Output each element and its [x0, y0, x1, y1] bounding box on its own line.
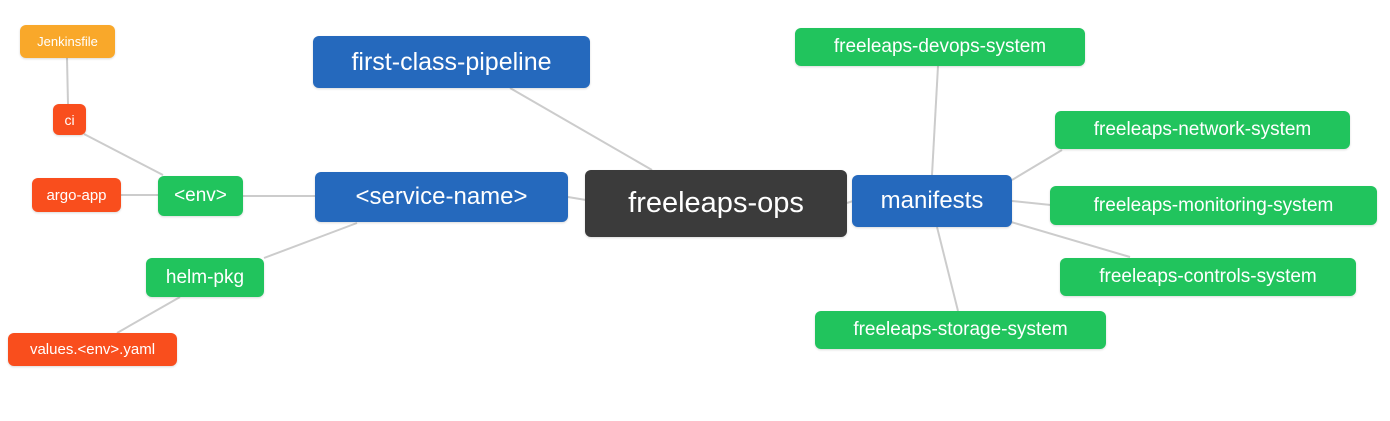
node-freeleaps-ops[interactable]: freeleaps-ops [585, 170, 847, 237]
edge-jenkinsfile-ci [66, 57, 69, 105]
node-freeleaps-controls-system[interactable]: freeleaps-controls-system [1060, 258, 1356, 296]
edge-ci-env [83, 133, 164, 176]
node-service-name[interactable]: <service-name> [315, 172, 568, 222]
edge-manifests-storage [936, 226, 959, 312]
node-jenkinsfile[interactable]: Jenkinsfile [20, 25, 115, 58]
edge-manifests-network [1011, 149, 1063, 181]
node-freeleaps-devops-system[interactable]: freeleaps-devops-system [795, 28, 1085, 66]
edge-manifests-controls [1010, 221, 1131, 258]
node-freeleaps-network-system[interactable]: freeleaps-network-system [1055, 111, 1350, 149]
node-freeleaps-storage-system[interactable]: freeleaps-storage-system [815, 311, 1106, 349]
node-manifests[interactable]: manifests [852, 175, 1012, 227]
node-env[interactable]: <env> [158, 176, 243, 216]
node-values-env-yaml[interactable]: values.<env>.yaml [8, 333, 177, 366]
edge-service-name-ops [567, 196, 587, 201]
edge-helm-pkg-values [116, 296, 181, 334]
edge-manifests-devops [931, 65, 939, 176]
edge-service-name-helm-pkg [263, 222, 358, 259]
node-helm-pkg[interactable]: helm-pkg [146, 258, 264, 297]
node-first-class-pipeline[interactable]: first-class-pipeline [313, 36, 590, 88]
node-freeleaps-monitoring-system[interactable]: freeleaps-monitoring-system [1050, 186, 1377, 225]
node-argo-app[interactable]: argo-app [32, 178, 121, 212]
edge-pipeline-freeleaps-ops [509, 87, 653, 171]
edge-manifests-monitoring [1011, 200, 1052, 206]
node-ci[interactable]: ci [53, 104, 86, 135]
